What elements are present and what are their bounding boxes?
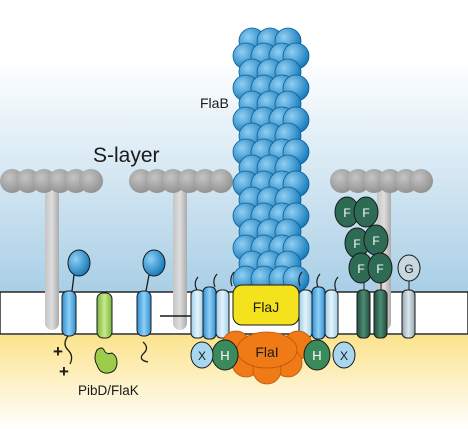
s-layer-label: S-layer <box>93 144 160 167</box>
pibd-flak <box>94 292 118 374</box>
plus-sign-1: + <box>53 342 63 361</box>
flaf-label-5: F <box>357 262 364 276</box>
plus-sign-2: + <box>59 362 69 381</box>
pilin-middle <box>136 249 166 363</box>
flax-right: X <box>332 341 356 369</box>
flaf-label-3: F <box>353 237 360 251</box>
flax-right-label: X <box>340 349 348 363</box>
flah-right: H <box>303 339 331 371</box>
pilin-left <box>61 249 91 365</box>
flah-left: H <box>211 339 239 371</box>
flaf-labels: F F F F F F <box>343 206 383 276</box>
flaf-label-2: F <box>362 206 369 220</box>
motor-membrane-tubes <box>190 286 339 340</box>
motor-squiggles <box>194 271 339 291</box>
flaf-label-6: F <box>376 262 383 276</box>
flaj-box <box>232 284 300 326</box>
flaj-label: FlaJ <box>253 299 279 315</box>
s-layer-unit-2 <box>129 169 233 330</box>
flag-label: G <box>404 262 413 276</box>
flai-label: FlaI <box>255 344 278 360</box>
flaf-membrane-tubes <box>356 282 388 339</box>
flah-left-label: H <box>220 348 229 363</box>
flag: G <box>397 254 421 339</box>
flaf-label-4: F <box>372 234 379 248</box>
flah-right-label: H <box>312 348 321 363</box>
flax-left: X <box>190 341 214 369</box>
flab-filament <box>232 27 310 293</box>
pibd-label: PibD/FlaK <box>78 383 139 398</box>
flab-label: FlaB <box>200 95 229 111</box>
s-layer-unit-1 <box>0 169 103 330</box>
flaf-stack <box>334 196 393 284</box>
flax-left-label: X <box>198 349 206 363</box>
flaf-label-1: F <box>343 206 350 220</box>
